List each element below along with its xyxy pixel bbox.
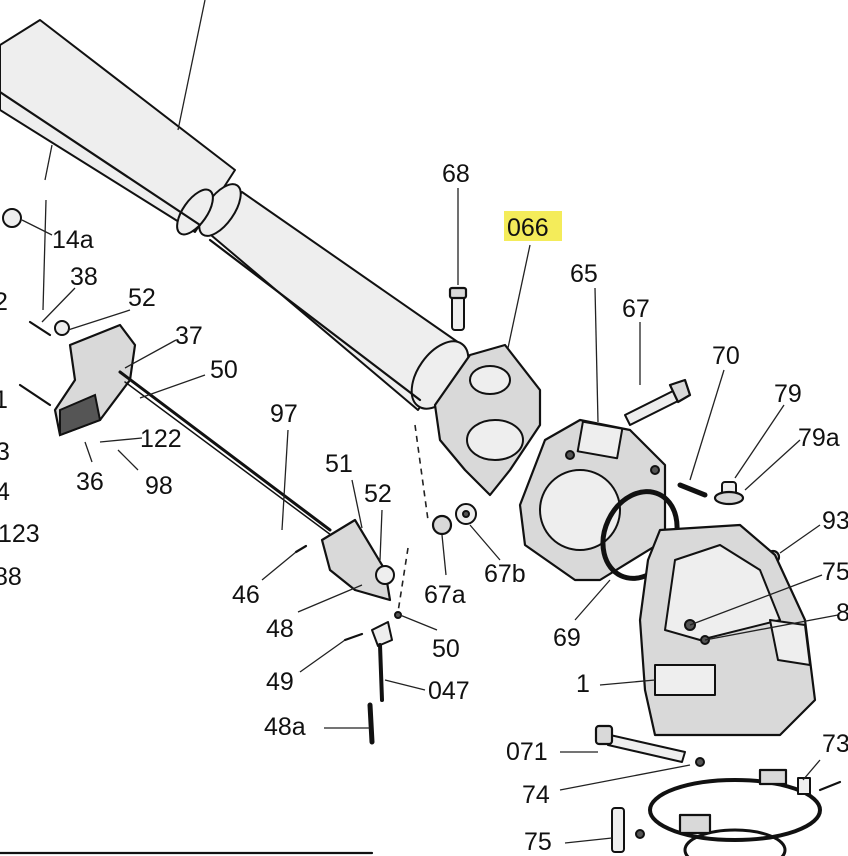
part-labels: 14a 38 52 2 37 50 1 122 3 36 98 4 123 88… xyxy=(0,160,848,856)
label-51: 51 xyxy=(325,450,353,478)
bolt-67 xyxy=(624,378,692,426)
label-4: 4 xyxy=(0,478,10,506)
label-122: 122 xyxy=(140,425,182,453)
clamp-band xyxy=(648,768,842,856)
label-69: 69 xyxy=(553,624,581,652)
label-70: 70 xyxy=(712,342,740,370)
label-50-upper: 50 xyxy=(210,356,238,384)
label-74: 74 xyxy=(522,781,550,809)
label-97: 97 xyxy=(270,400,298,428)
label-52-lower: 52 xyxy=(364,480,392,508)
label-50-lower: 50 xyxy=(432,635,460,663)
label-37: 37 xyxy=(175,322,203,350)
gear-bracket xyxy=(294,518,402,745)
label-8: 8 xyxy=(836,599,848,627)
nut-washer xyxy=(431,503,477,536)
label-79: 79 xyxy=(774,380,802,408)
label-38: 38 xyxy=(70,263,98,291)
label-67b: 67b xyxy=(484,560,526,588)
label-48: 48 xyxy=(266,615,294,643)
label-73: 73 xyxy=(822,730,848,758)
bolt-68 xyxy=(448,286,468,331)
chute-housing xyxy=(518,418,667,582)
label-98: 98 xyxy=(145,472,173,500)
chute-base xyxy=(638,523,817,737)
label-36: 36 xyxy=(76,468,104,496)
clamp-block xyxy=(433,343,542,497)
label-1-left: 1 xyxy=(0,386,8,414)
label-65: 65 xyxy=(570,260,598,288)
alignment-lines xyxy=(397,424,429,613)
label-48a: 48a xyxy=(264,713,306,741)
label-46: 46 xyxy=(232,581,260,609)
label-88: 88 xyxy=(0,563,22,591)
label-75-right: 75 xyxy=(822,558,848,586)
label-68: 68 xyxy=(442,160,470,188)
label-93: 93 xyxy=(822,507,848,535)
leader-lines xyxy=(21,0,839,844)
label-2: 2 xyxy=(0,288,8,316)
label-79a: 79a xyxy=(798,424,840,452)
pin-79 xyxy=(677,481,781,565)
bolt-071 xyxy=(594,724,705,767)
label-52-upper: 52 xyxy=(128,284,156,312)
highlight-box xyxy=(504,211,562,241)
screw-75 xyxy=(611,807,645,853)
label-066: 066 xyxy=(507,214,549,242)
label-047: 047 xyxy=(428,677,470,705)
label-75-bottom: 75 xyxy=(524,828,552,856)
label-071: 071 xyxy=(506,738,548,766)
label-67a: 67a xyxy=(424,581,466,609)
label-49: 49 xyxy=(266,668,294,696)
crank-rod xyxy=(118,370,336,539)
label-1-base: 1 xyxy=(576,670,590,698)
label-123: 123 xyxy=(0,520,40,548)
label-67: 67 xyxy=(622,295,650,323)
label-3: 3 xyxy=(0,438,10,466)
label-14a: 14a xyxy=(52,226,94,254)
crank-handle xyxy=(2,208,137,437)
